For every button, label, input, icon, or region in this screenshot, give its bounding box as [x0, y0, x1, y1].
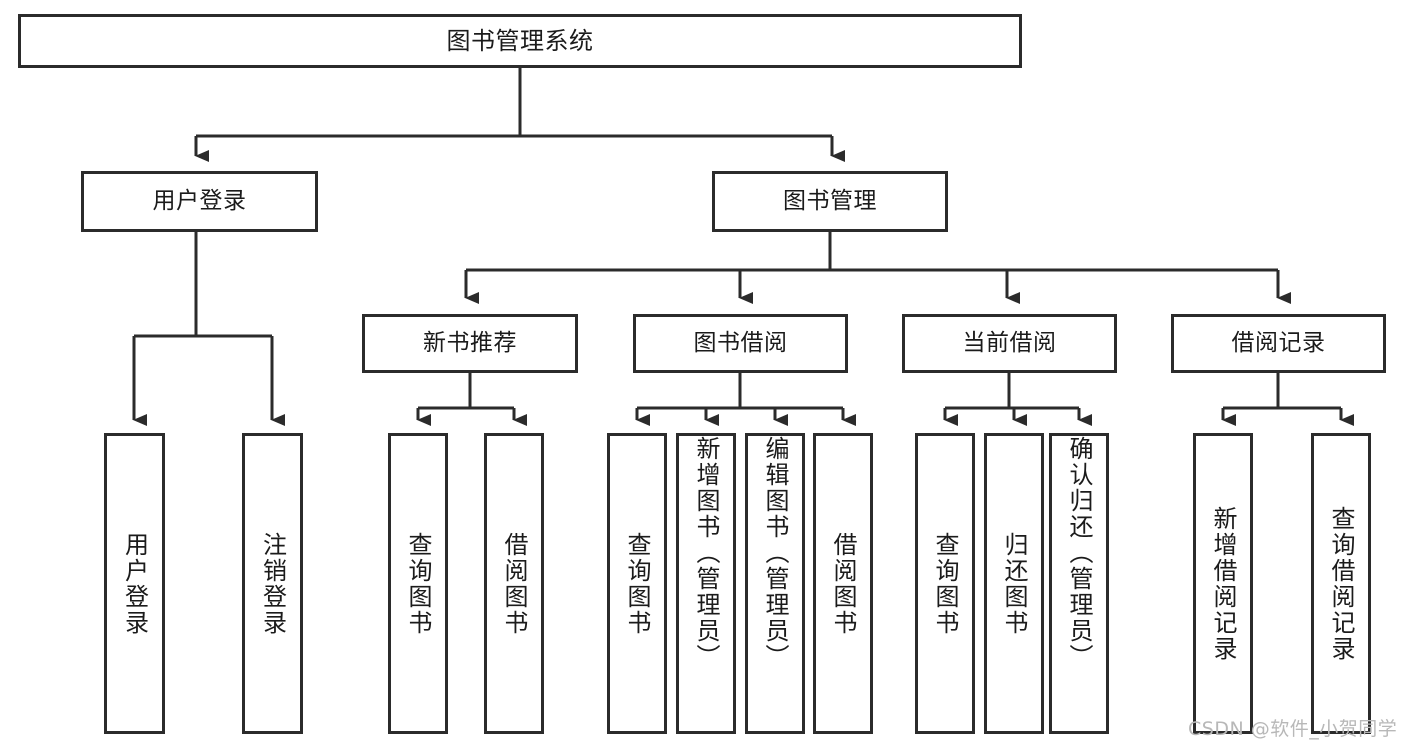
node-current-borrow-label: 当前借阅	[962, 329, 1057, 356]
leaf-user-login-label: 用户登录	[120, 531, 149, 636]
leaf-borrow-add-book-label: 新增图书（管理员）	[692, 436, 720, 670]
leaf-recommend-borrow-book-label: 借阅图书	[500, 531, 528, 636]
node-book-borrow-label: 图书借阅	[693, 329, 788, 356]
leaf-recommend-query-book-label: 查询图书	[404, 531, 432, 636]
leaf-borrow-borrow-book[interactable]: 借阅图书	[813, 433, 873, 734]
leaf-user-logout-label: 注销登录	[258, 531, 287, 636]
leaf-current-return-book[interactable]: 归还图书	[984, 433, 1044, 734]
leaf-current-confirm-return-label: 确认归还（管理员）	[1065, 436, 1093, 670]
leaf-borrow-edit-book[interactable]: 编辑图书（管理员）	[745, 433, 805, 734]
leaf-user-login[interactable]: 用户登录	[104, 433, 165, 734]
watermark-text: CSDN @软件_小贺同学	[1188, 718, 1398, 740]
leaf-recommend-borrow-book[interactable]: 借阅图书	[484, 433, 544, 734]
node-book-borrow[interactable]: 图书借阅	[633, 314, 848, 373]
leaf-borrow-add-book[interactable]: 新增图书（管理员）	[676, 433, 736, 734]
leaf-borrow-query-book-label: 查询图书	[623, 531, 651, 636]
node-borrow-record-label: 借阅记录	[1231, 329, 1326, 356]
leaf-recommend-query-book[interactable]: 查询图书	[388, 433, 448, 734]
leaf-user-logout[interactable]: 注销登录	[242, 433, 303, 734]
node-root[interactable]: 图书管理系统	[18, 14, 1022, 68]
node-user-login-label: 用户登录	[152, 187, 247, 214]
leaf-current-query-book[interactable]: 查询图书	[915, 433, 975, 734]
leaf-current-confirm-return[interactable]: 确认归还（管理员）	[1049, 433, 1109, 734]
node-current-borrow[interactable]: 当前借阅	[902, 314, 1117, 373]
node-user-login[interactable]: 用户登录	[81, 171, 318, 232]
node-new-book-recommend[interactable]: 新书推荐	[362, 314, 578, 373]
leaf-borrow-edit-book-label: 编辑图书（管理员）	[761, 436, 789, 670]
leaf-record-query-record[interactable]: 查询借阅记录	[1311, 433, 1371, 734]
node-book-management[interactable]: 图书管理	[712, 171, 948, 232]
leaf-current-return-book-label: 归还图书	[1000, 531, 1028, 636]
node-root-label: 图书管理系统	[446, 26, 594, 55]
node-borrow-record[interactable]: 借阅记录	[1171, 314, 1386, 373]
leaf-record-add-record[interactable]: 新增借阅记录	[1193, 433, 1253, 734]
leaf-current-query-book-label: 查询图书	[931, 531, 959, 636]
leaf-record-add-record-label: 新增借阅记录	[1209, 505, 1237, 662]
node-book-management-label: 图书管理	[783, 187, 877, 214]
leaf-borrow-borrow-book-label: 借阅图书	[829, 531, 857, 636]
node-new-book-recommend-label: 新书推荐	[423, 329, 517, 356]
leaf-record-query-record-label: 查询借阅记录	[1327, 505, 1355, 662]
leaf-borrow-query-book[interactable]: 查询图书	[607, 433, 667, 734]
